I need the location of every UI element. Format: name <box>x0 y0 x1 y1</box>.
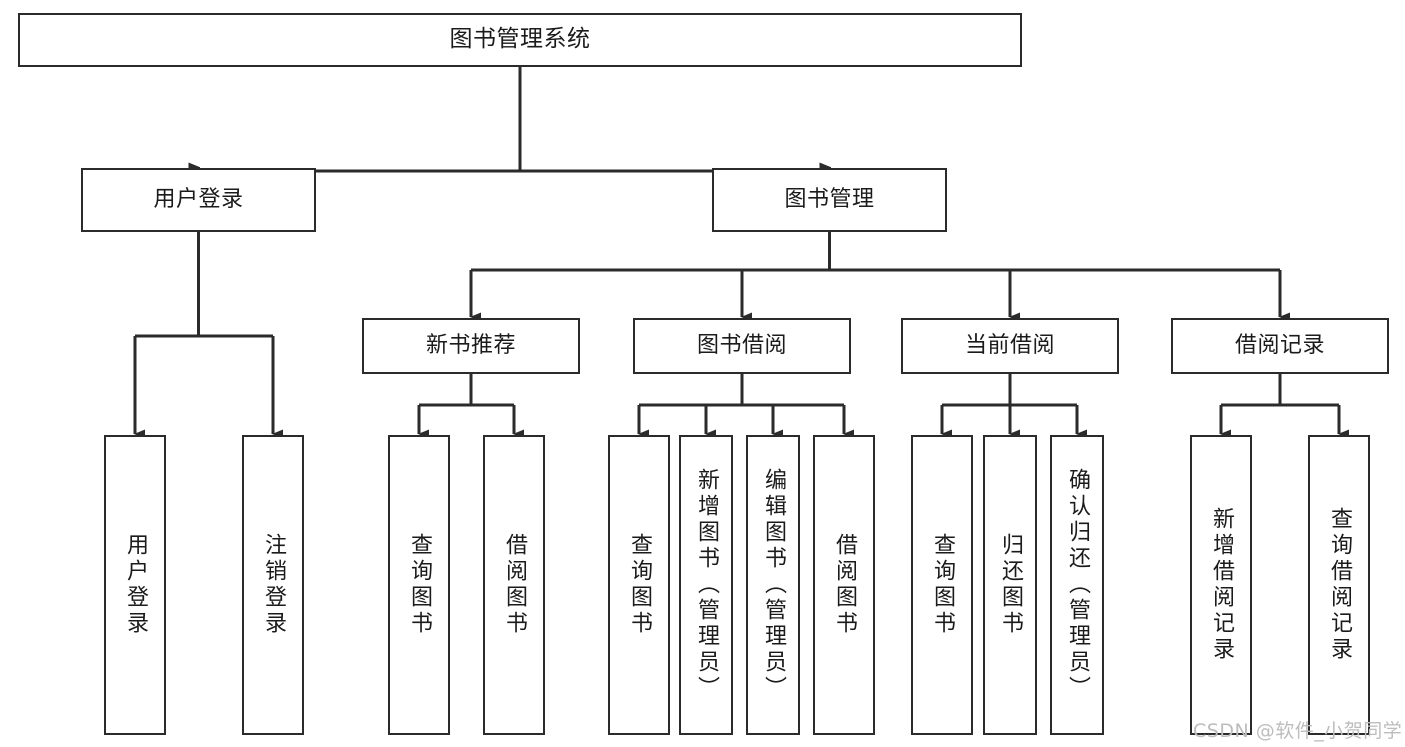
watermark-label: CSDN @软件_小贺同学 <box>1193 720 1403 742</box>
node-leaf-query-book-1[interactable]: 查询图书 <box>388 435 450 735</box>
node-label-leaf-borrow-book-2: 借阅图书 <box>832 533 857 637</box>
node-label-leaf-borrow-book-1: 借阅图书 <box>502 533 527 637</box>
node-label-leaf-user-logout: 注销登录 <box>261 533 286 637</box>
node-leaf-query-book-3[interactable]: 查询图书 <box>911 435 973 735</box>
node-leaf-borrow-book-2[interactable]: 借阅图书 <box>813 435 875 735</box>
node-label-leaf-add-record: 新增借阅记录 <box>1209 507 1234 663</box>
node-new-book-rec[interactable]: 新书推荐 <box>362 318 580 374</box>
node-label-leaf-query-book-1: 查询图书 <box>407 533 432 637</box>
node-label-leaf-query-book-2: 查询图书 <box>627 533 652 637</box>
node-label-new-book-rec: 新书推荐 <box>425 333 516 359</box>
node-book-borrow[interactable]: 图书借阅 <box>633 318 851 374</box>
node-label-borrow-record: 借阅记录 <box>1234 333 1325 359</box>
node-leaf-return-book[interactable]: 归还图书 <box>983 435 1037 735</box>
node-label-leaf-return-book: 归还图书 <box>998 533 1023 637</box>
node-label-user-login: 用户登录 <box>153 187 244 213</box>
node-leaf-user-logout[interactable]: 注销登录 <box>242 435 304 735</box>
node-label-leaf-query-book-3: 查询图书 <box>930 533 955 637</box>
node-label-root: 图书管理系统 <box>449 26 591 53</box>
node-label-leaf-edit-book: 编辑图书（管理员） <box>761 468 786 702</box>
node-leaf-user-login[interactable]: 用户登录 <box>104 435 166 735</box>
node-book-manage[interactable]: 图书管理 <box>712 168 947 232</box>
node-root[interactable]: 图书管理系统 <box>18 13 1022 67</box>
node-label-current-borrow: 当前借阅 <box>964 333 1055 359</box>
node-leaf-borrow-book-1[interactable]: 借阅图书 <box>483 435 545 735</box>
node-leaf-query-record[interactable]: 查询借阅记录 <box>1308 435 1370 735</box>
node-label-leaf-user-login: 用户登录 <box>123 533 148 637</box>
node-label-book-manage: 图书管理 <box>784 187 875 213</box>
node-label-leaf-add-book: 新增图书（管理员） <box>694 468 719 702</box>
node-user-login[interactable]: 用户登录 <box>81 168 316 232</box>
node-label-leaf-query-record: 查询借阅记录 <box>1327 507 1352 663</box>
node-leaf-edit-book[interactable]: 编辑图书（管理员） <box>746 435 800 735</box>
node-borrow-record[interactable]: 借阅记录 <box>1171 318 1389 374</box>
node-leaf-add-record[interactable]: 新增借阅记录 <box>1190 435 1252 735</box>
connector-lines <box>133 67 1349 439</box>
node-leaf-confirm-return[interactable]: 确认归还（管理员） <box>1050 435 1104 735</box>
node-label-leaf-confirm-return: 确认归还（管理员） <box>1065 468 1090 702</box>
node-leaf-add-book[interactable]: 新增图书（管理员） <box>679 435 733 735</box>
node-current-borrow[interactable]: 当前借阅 <box>901 318 1119 374</box>
node-leaf-query-book-2[interactable]: 查询图书 <box>608 435 670 735</box>
node-label-book-borrow: 图书借阅 <box>696 333 787 359</box>
